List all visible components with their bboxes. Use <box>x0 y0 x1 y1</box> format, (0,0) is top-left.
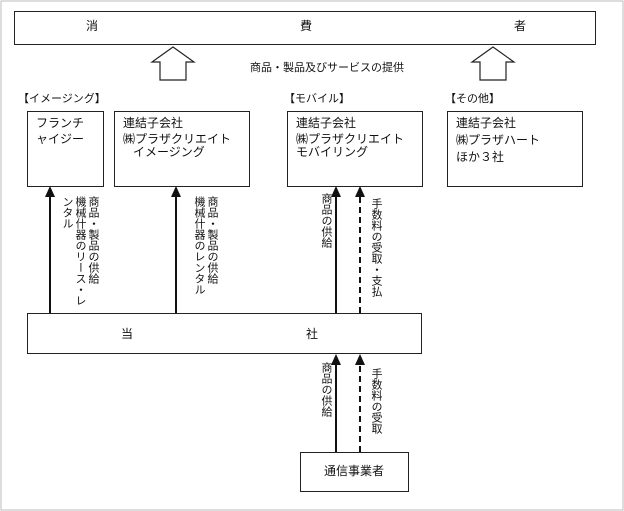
carrier-fee-arrowhead <box>355 354 365 365</box>
subsidiary-mobile-box <box>287 111 423 187</box>
sub-imaging-line-1: 連結子会社 <box>123 116 184 130</box>
franchise-flow-col-3: ンタル <box>61 196 74 229</box>
company-box <box>27 313 422 354</box>
franchise-flow-col-1: 商品・製品の供給 <box>87 196 100 284</box>
carrier-box <box>300 452 409 492</box>
provision-arrow-left <box>150 46 196 81</box>
sub-mobile-line-2: ㈱プラザクリエイト <box>296 132 405 146</box>
franchise-flow-col-2: 機械什器のリース・レ <box>74 196 87 306</box>
provision-arrow-right <box>470 46 516 81</box>
sub-other-line-3: ほか３社 <box>456 150 505 164</box>
carrier-supply-arrowhead <box>331 354 341 365</box>
category-other: 【その他】 <box>445 92 500 105</box>
sub-imaging-line-2: ㈱プラザクリエイト <box>123 132 232 146</box>
imaging-supply-arrowhead <box>171 186 181 197</box>
franchise-line-1: フランチ <box>36 116 85 130</box>
carrier-supply-label: 商品の供給 <box>320 362 333 417</box>
company-char-1: 当 <box>121 327 134 341</box>
franchise-supply-arrowhead <box>45 186 55 197</box>
company-char-2: 社 <box>306 327 319 341</box>
sub-imaging-line-3: イメージング <box>133 145 205 159</box>
carrier-fee-label: 手数料の受取 <box>370 368 383 434</box>
sub-mobile-line-1: 連結子会社 <box>296 116 357 130</box>
imaging-flow-col-2: 機械什器のレンタル <box>193 196 206 295</box>
mobile-supply-label: 商品の供給 <box>320 193 333 248</box>
mobile-fee-arrowhead <box>355 186 365 197</box>
consumer-char-3: 者 <box>514 19 527 33</box>
subsidiary-other-box <box>447 111 583 187</box>
consumer-char-1: 消 <box>86 19 99 33</box>
consumer-char-2: 費 <box>300 19 313 33</box>
consumer-box <box>14 11 596 45</box>
subsidiary-imaging-box <box>114 111 250 187</box>
category-imaging: 【イメージング】 <box>18 92 106 105</box>
sub-other-line-1: 連結子会社 <box>456 116 517 130</box>
carrier-label: 通信事業者 <box>324 464 385 478</box>
mobile-supply-arrowhead <box>331 186 341 197</box>
franchise-line-2: ャイジー <box>36 132 85 146</box>
imaging-flow-col-1: 商品・製品の供給 <box>206 196 219 284</box>
sub-other-line-2: ㈱プラザハート <box>456 133 541 147</box>
sub-mobile-line-3: モバイリング <box>296 145 369 159</box>
franchise-box <box>27 111 104 187</box>
provision-label: 商品・製品及びサービスの提供 <box>250 61 404 74</box>
mobile-fee-label: 手数料の受取・支払 <box>370 198 383 297</box>
category-mobile: 【モバイル】 <box>284 92 350 105</box>
